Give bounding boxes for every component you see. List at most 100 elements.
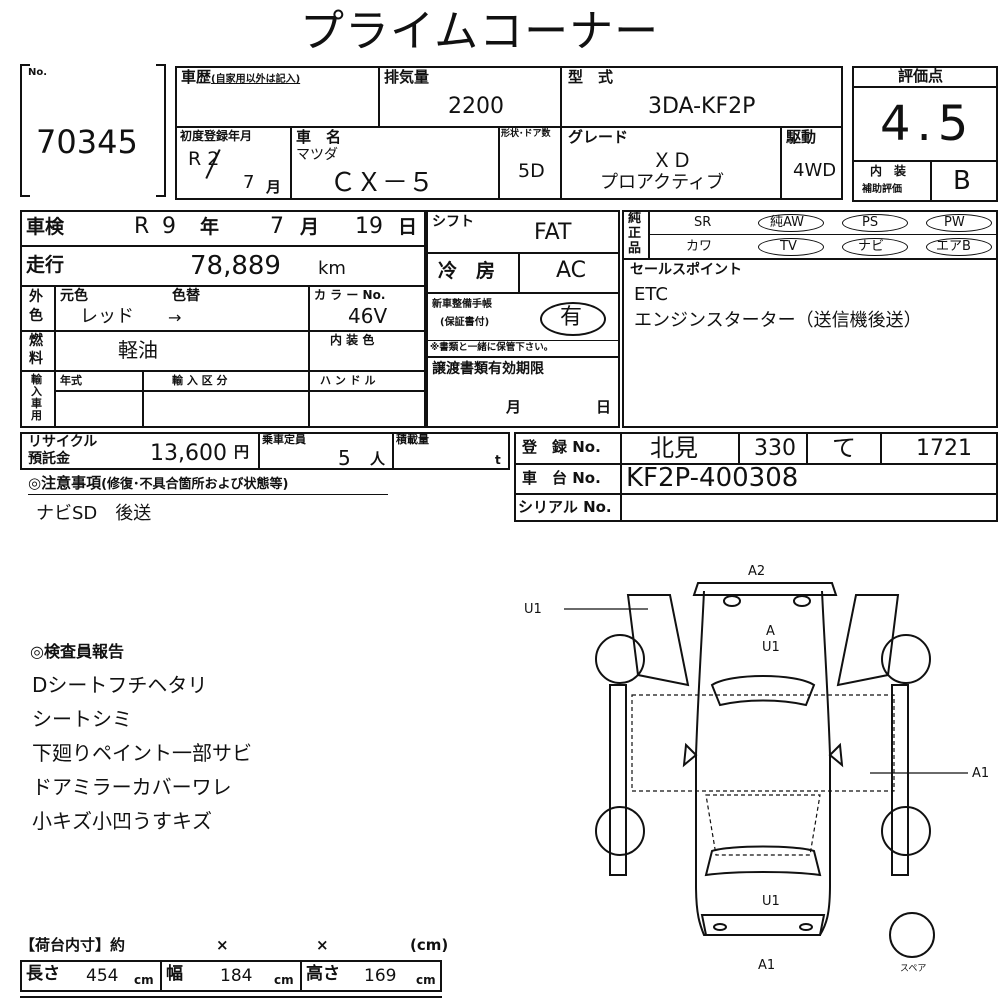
reg-label: 登 録 No. <box>522 438 601 456</box>
chassis-value: KF2P-400308 <box>626 463 799 493</box>
mark-a2: A2 <box>748 564 765 579</box>
inspection-label: 車検 <box>26 216 65 238</box>
name-label: 車 名 <box>296 128 342 146</box>
inspection-year-unit: 年 <box>200 216 220 238</box>
fuel-value: 軽油 <box>118 338 158 362</box>
mark-a1-bottom: A1 <box>758 958 775 973</box>
cargo-times-1: × <box>216 936 229 954</box>
inspection-month: 7 <box>270 214 284 239</box>
recycle-label-2: 預託金 <box>28 451 70 467</box>
mileage-label: 走行 <box>26 254 65 276</box>
drive-value: 4WD <box>793 160 837 181</box>
grade-line2: プロアクティブ <box>600 172 725 193</box>
load-unit: t <box>495 453 501 467</box>
cargo-length-label: 長さ <box>26 964 60 984</box>
inspection-year: 9 <box>162 214 176 239</box>
page-title: プライムコーナー <box>300 6 660 57</box>
inspection-day: 19 <box>355 214 383 239</box>
capacity-value: 5 <box>338 446 351 470</box>
cargo-height-label: 高さ <box>306 964 340 984</box>
model-value: 3DA-KF2P <box>648 94 756 119</box>
sales-point-2: エンジンスターター（送信機後送） <box>634 310 922 331</box>
notes-text: ナビSD 後送 <box>36 503 152 524</box>
drive-label: 駆動 <box>786 128 817 146</box>
warranty-circle <box>540 302 606 336</box>
mark-a: A <box>766 624 775 639</box>
equip-pw-oval <box>926 214 992 232</box>
history-label: 車歴(自家用以外は記入) <box>181 68 301 86</box>
ac-label: 冷 房 <box>438 260 496 282</box>
first-reg-month-unit: 月 <box>266 178 282 196</box>
orig-color-label: 元色 <box>60 288 88 304</box>
reg-number: 1721 <box>916 436 972 461</box>
equip-pw: PW <box>944 215 965 230</box>
cargo-width-unit: cm <box>274 973 294 987</box>
report-line-2: シートシミ <box>32 707 132 731</box>
cargo-height-unit: cm <box>416 973 436 987</box>
cargo-times-2: × <box>316 936 329 954</box>
cargo-width: 184 <box>220 966 253 986</box>
cargo-length: 454 <box>86 966 119 986</box>
transfer-month: 月 <box>506 398 522 416</box>
recycle-unit: 円 <box>234 443 250 461</box>
main-left-grid <box>20 210 426 428</box>
repaint-label: 色替 <box>172 288 200 304</box>
grade-line1: ＸＤ <box>652 148 692 172</box>
color-no-label: カ ラ ー No. <box>314 288 386 302</box>
import-label: 輸入車用 <box>31 373 42 422</box>
equip-tv-oval <box>758 238 824 256</box>
transfer-label: 譲渡書類有効期限 <box>432 361 544 377</box>
exterior-label-1: 外 <box>29 289 43 305</box>
lot-number: 70345 <box>36 123 138 161</box>
mark-u1-bottom: U1 <box>762 894 780 909</box>
doors-value: 5D <box>518 160 545 182</box>
cargo-unit-paren: (cm) <box>410 936 449 954</box>
ac-value: AC <box>556 258 587 283</box>
inspection-era: R <box>134 214 150 239</box>
fuel-label-1: 燃 <box>29 333 43 349</box>
score-box <box>852 66 998 202</box>
import-class-label: 輸 入 区 分 <box>172 374 228 387</box>
transfer-day: 日 <box>596 398 612 416</box>
equipment-label-2: 正 <box>628 226 642 241</box>
maker-value: マツダ <box>296 147 338 163</box>
equip-aw: 純AW <box>770 215 805 230</box>
reg-class: 330 <box>754 436 796 461</box>
serial-label: シリアル No. <box>518 498 612 516</box>
fuel-label-2: 料 <box>29 351 43 367</box>
cargo-width-label: 幅 <box>166 964 183 984</box>
report-line-1: Dシートフチヘタリ <box>32 673 208 697</box>
registration-box <box>514 432 998 522</box>
recycle-box <box>20 432 510 470</box>
vehicle-name: ＣＸ－５ <box>330 168 435 198</box>
shift-value: FAT <box>534 220 572 245</box>
inspection-day-unit: 日 <box>398 216 418 238</box>
equipment-label-3: 品 <box>628 241 642 256</box>
warranty-value: 有 <box>560 305 583 330</box>
import-handle-label: ハ ン ド ル <box>320 374 376 387</box>
equip-aw-oval <box>758 214 824 232</box>
model-label: 型 式 <box>568 68 614 86</box>
mark-a1-right: A1 <box>972 766 989 781</box>
score-label: 評価点 <box>898 67 944 85</box>
car-damage-diagram: A2 U1 A U1 A1 U1 A1 スペア <box>524 564 989 974</box>
recycle-value: 13,600 <box>150 441 227 466</box>
equip-ps-oval <box>842 214 908 232</box>
notes-label: ◎注意事項(修復･不具合箇所および状態等) <box>28 474 289 492</box>
color-no-value: 46V <box>348 304 388 328</box>
vehicle-grid <box>175 66 843 200</box>
mark-u1-left: U1 <box>524 602 542 617</box>
mileage-unit: km <box>318 258 346 279</box>
report-line-3: 下廻りペイント一部サビ <box>32 741 252 765</box>
first-reg-label: 初度登録年月 <box>180 129 253 143</box>
equip-navi-oval <box>842 238 908 256</box>
inspection-month-unit: 月 <box>300 216 320 238</box>
capacity-label: 乗車定員 <box>262 433 306 446</box>
equip-leather: カワ <box>686 239 713 254</box>
displacement-label: 排気量 <box>384 68 430 86</box>
import-year-label: 年式 <box>60 374 82 387</box>
mileage-value: 78,889 <box>190 251 281 281</box>
exterior-label-2: 色 <box>29 308 43 324</box>
load-label: 積載量 <box>396 433 429 446</box>
shift-label: シフト <box>432 214 474 230</box>
